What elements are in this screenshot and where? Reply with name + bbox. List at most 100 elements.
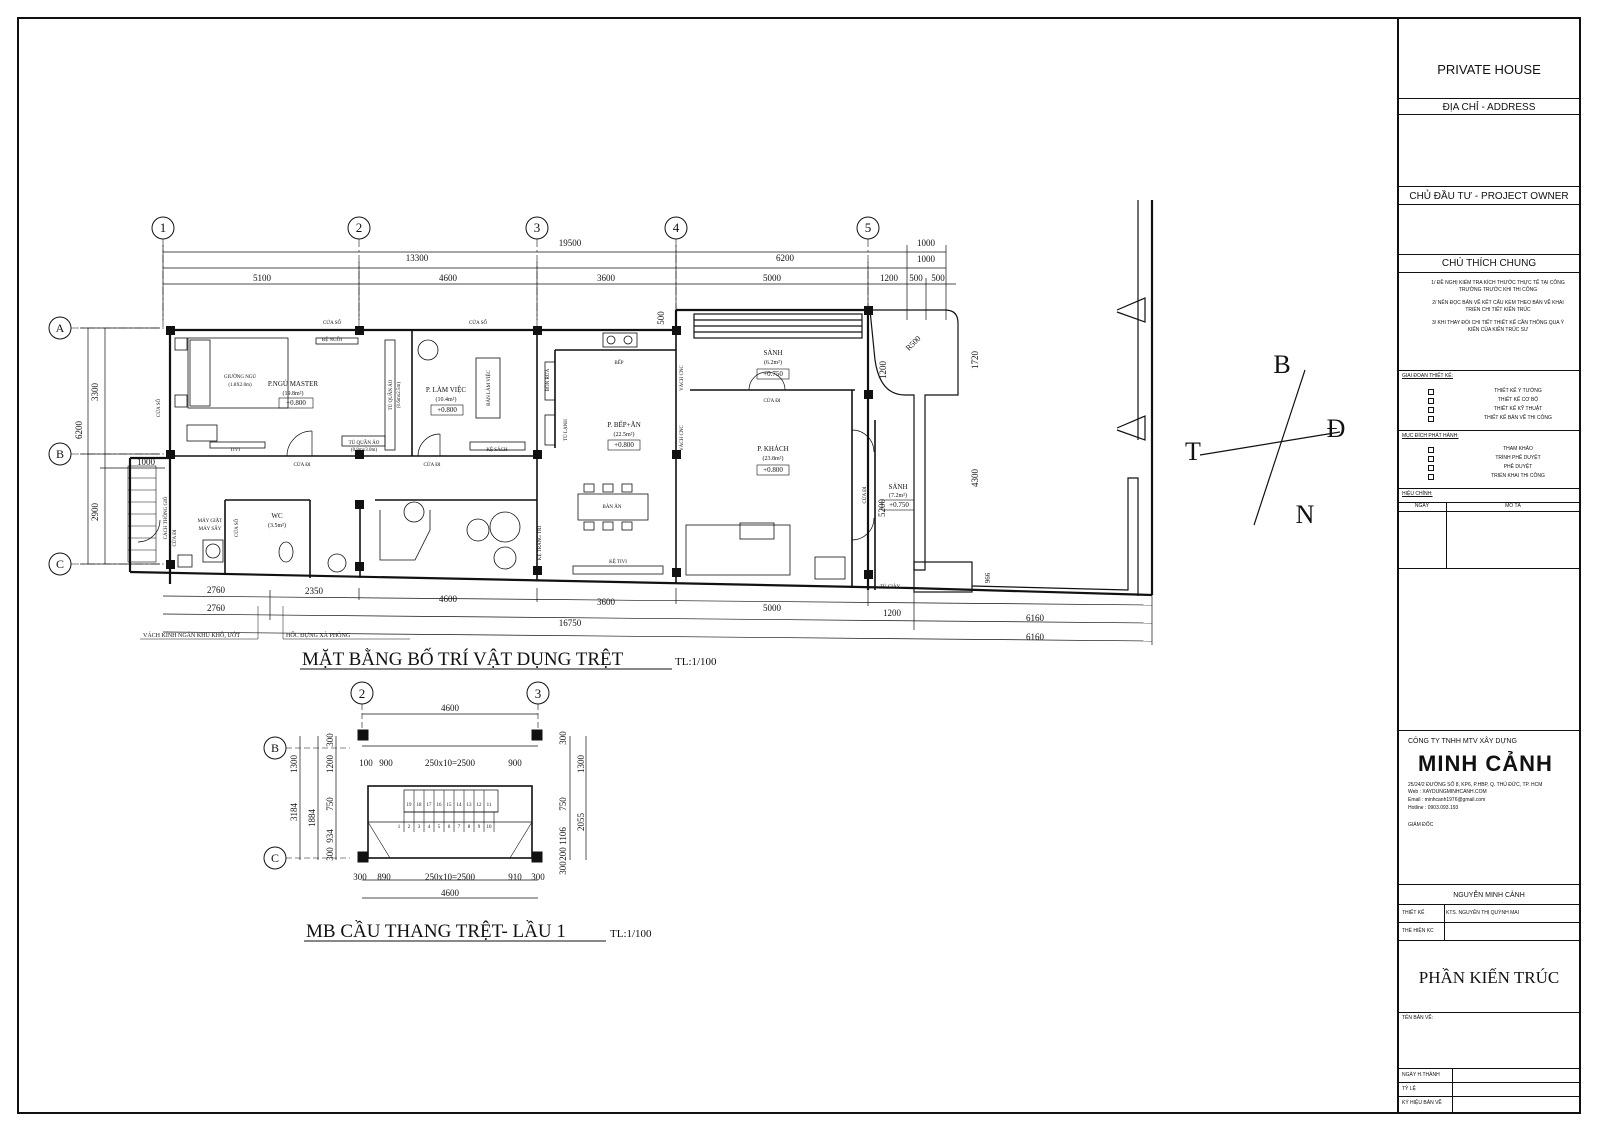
label-wardrobe-2: TỦ QUẦN ÁO xyxy=(388,379,394,410)
revision-desc-col: MÔ TẢ xyxy=(1505,503,1521,509)
stair-dim-300-a: 300 xyxy=(353,872,367,882)
label-desk: BÀN LÀM VIỆC xyxy=(486,369,492,405)
company-web: Web : XAYDUNGMINHCANH.COM xyxy=(1408,789,1487,795)
label-wardrobe-1-size: (0.8mx3.0m) xyxy=(351,448,377,453)
stair-title: MB CẦU THANG TRỆT- LẦU 1 xyxy=(306,920,566,942)
purpose-4: TRIỂN KHAI THI CÔNG xyxy=(1491,473,1545,479)
label-window-1: CỬA SỔ xyxy=(469,320,488,326)
label-door-4: CỬA ĐI xyxy=(763,398,780,404)
stair-dim-934: 934 xyxy=(325,829,335,843)
stair-dim-100: 100 xyxy=(359,758,373,768)
stair-dim-2500-top: 250x10=2500 xyxy=(425,758,476,768)
room-office: P. LÀM VIỆC xyxy=(426,386,466,394)
stair-step-10: 10 xyxy=(487,825,493,830)
checkbox-purpose-2[interactable] xyxy=(1428,456,1434,462)
stair-step-5: 5 xyxy=(438,825,441,830)
company-name: MINH CẢNH xyxy=(1418,751,1553,776)
stair-dim-300-left-a: 300 xyxy=(325,847,335,861)
dim-r500: R500 xyxy=(904,334,923,353)
stair-dim-1106: 1106 xyxy=(558,827,568,845)
room-lobby-2: SẢNH xyxy=(888,483,907,491)
ground-floor-plan xyxy=(48,200,1341,645)
grid-rows xyxy=(48,316,165,576)
scale-label: TỶ LỆ xyxy=(1402,1086,1416,1092)
label-door-5: CỬA ĐI xyxy=(862,486,868,503)
stair-grid-3: 3 xyxy=(535,686,542,701)
company-hotline: Hotline : 0903.093.193 xyxy=(1408,805,1459,811)
label-deco-shelf: KỆ TRANG TRÍ xyxy=(537,526,543,561)
checkbox-stage-4[interactable] xyxy=(1428,416,1434,422)
stair-dim-300-right: 300 xyxy=(558,861,568,875)
stair-texts: 2 3 B C 4600 100 900 250x10=2500 900 300… xyxy=(271,686,652,942)
grid-label-a: A xyxy=(56,321,65,335)
stage-label: GIAI ĐOẠN THIẾT KẾ: xyxy=(1402,373,1453,379)
dim-lines-bottom xyxy=(162,588,1153,645)
dim-5000: 5000 xyxy=(763,273,782,283)
label-window-3: CỬA SỔ xyxy=(156,399,162,418)
dim-4600: 4600 xyxy=(439,273,458,283)
stair-step-1: 1 xyxy=(398,825,401,830)
stair-step-17: 17 xyxy=(427,803,433,808)
revision-date-col: NGÀY xyxy=(1414,503,1430,509)
label-bookshelf: KỆ SÁCH xyxy=(486,447,508,453)
note-3: 3/ KHI THAY ĐỔI CHI TIẾT THIẾT KẾ CẦN TH… xyxy=(1431,320,1565,333)
dim-4300: 4300 xyxy=(970,469,980,488)
label-bed-size: (1.8X2.0m) xyxy=(228,383,252,388)
project-name: PRIVATE HOUSE xyxy=(1437,62,1541,77)
compass-west: T xyxy=(1185,437,1201,466)
purpose-1: THAM KHẢO xyxy=(1503,446,1533,452)
stair-dim-2055: 2055 xyxy=(576,813,586,832)
notes-title: CHÚ THÍCH CHUNG xyxy=(1398,254,1580,274)
label-door-1: CỬA ĐI xyxy=(172,529,178,546)
stage-4: THIẾT KẾ BẢN VẼ THI CÔNG xyxy=(1484,415,1552,421)
stair-step-7: 7 xyxy=(458,825,461,830)
room-living-level: +0.800 xyxy=(763,466,783,474)
room-lobby-2-area: (7.2m²) xyxy=(889,492,907,499)
note-1: 1/ ĐỀ NGHỊ KIỂM TRA KÍCH THƯỚC THỰC TẾ T… xyxy=(1431,280,1565,293)
designer-label: THIẾT KẾ xyxy=(1402,910,1425,916)
room-office-level: +0.800 xyxy=(437,406,457,414)
stair-dim-300-left-b: 300 xyxy=(325,733,335,747)
stair-dim-200: 200 xyxy=(558,847,568,861)
plan-title: MẶT BẰNG BỐ TRÍ VẬT DỤNG TRỆT xyxy=(302,648,624,670)
room-kitchen-level: +0.800 xyxy=(614,441,634,449)
dim-1200-bottom: 1200 xyxy=(883,608,902,618)
stair-dim-4600-top: 4600 xyxy=(441,703,460,713)
title-block: PRIVATE HOUSE ĐỊA CHỈ - ADDRESS CHỦ ĐẦU … xyxy=(1398,18,1580,1113)
compass-east: Đ xyxy=(1327,414,1346,443)
dim-6200: 6200 xyxy=(776,253,795,263)
stair-dim-3184: 3184 xyxy=(289,803,299,822)
checkbox-stage-2[interactable] xyxy=(1428,398,1434,404)
checkbox-purpose-4[interactable] xyxy=(1428,474,1434,480)
stair-step-11: 11 xyxy=(487,803,492,808)
room-lobby-1-level: +0.750 xyxy=(763,370,783,378)
label-cnc-wall-2: VÁCH CNC xyxy=(679,364,685,390)
stage-2: THIẾT KẾ CƠ BỘ xyxy=(1497,397,1539,403)
note-soap-niche: HỐC ĐỰNG XÀ PHÒNG xyxy=(286,631,351,639)
stair-step-13: 13 xyxy=(467,803,473,808)
stair-step-2: 2 xyxy=(408,825,411,830)
checkbox-stage-3[interactable] xyxy=(1428,407,1434,413)
drawing-name-label: TÊN BẢN VẼ: xyxy=(1402,1015,1434,1021)
checkbox-purpose-3[interactable] xyxy=(1428,465,1434,471)
address-label: ĐỊA CHỈ - ADDRESS xyxy=(1398,98,1580,122)
stair-dim-300-top: 300 xyxy=(558,731,568,745)
compass xyxy=(1199,369,1341,526)
stair-step-18: 18 xyxy=(417,803,423,808)
checkbox-stage-1[interactable] xyxy=(1428,389,1434,395)
room-kitchen-area: (22.5m²) xyxy=(614,431,635,438)
stair-dim-900-b: 900 xyxy=(508,758,522,768)
room-living: P. KHÁCH xyxy=(757,445,789,453)
stair-step-15: 15 xyxy=(447,803,453,808)
stair-dim-900-a: 900 xyxy=(379,758,393,768)
label-window-2: CỬA SỔ xyxy=(323,320,342,326)
label-door-2: CỬA ĐI xyxy=(293,462,310,468)
dim-966: 966 xyxy=(984,572,992,583)
checkbox-purpose-1[interactable] xyxy=(1428,447,1434,453)
dim-2350: 2350 xyxy=(305,586,324,596)
dim-lines-left xyxy=(80,327,165,565)
label-dryer: MÁY SẤY xyxy=(199,526,222,532)
room-wc-area: (3.5m²) xyxy=(268,522,286,529)
dim-2900: 2900 xyxy=(90,503,100,522)
grid-label-2: 2 xyxy=(356,220,363,235)
